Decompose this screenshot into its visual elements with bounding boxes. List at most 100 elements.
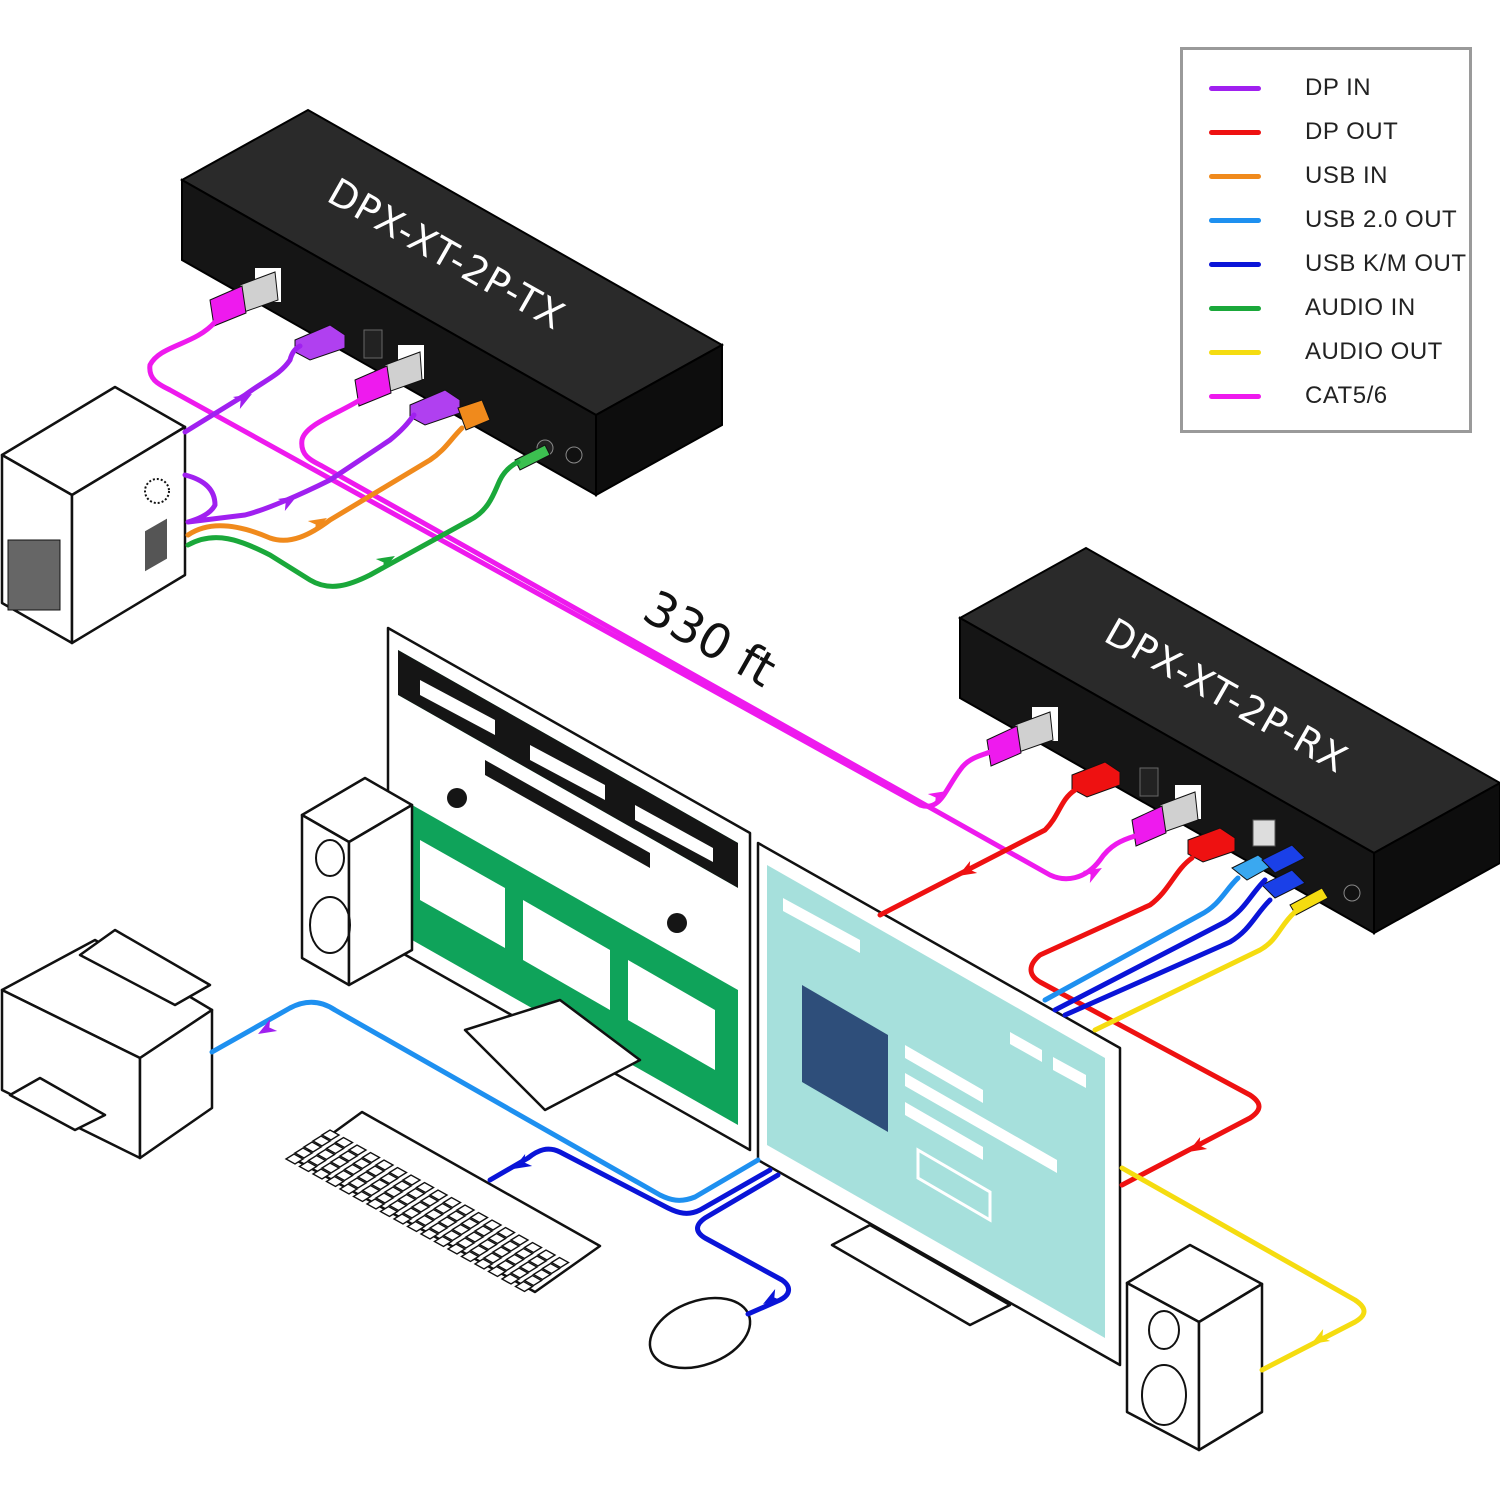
left-screen-dot-1 — [447, 788, 467, 808]
legend-item: DP OUT — [1209, 117, 1398, 147]
keyboard-key — [320, 1129, 341, 1141]
printer-paper-out — [8, 1076, 107, 1132]
legend-swatch — [1209, 393, 1261, 399]
keyboard-key — [325, 1142, 345, 1155]
right-speaker — [1125, 1243, 1264, 1452]
keyboard-key — [325, 1175, 345, 1188]
tx-side-face — [595, 343, 723, 497]
rx-dp-connector-2 — [1071, 761, 1121, 798]
left-monitor — [386, 626, 752, 1152]
keyboard-key — [338, 1183, 359, 1195]
keyboard-key — [415, 1181, 435, 1194]
usb-2-out-cable — [209, 875, 1241, 1203]
keyboard-key — [523, 1241, 543, 1254]
flow-arrow-icon — [763, 1288, 783, 1304]
keyboard-key — [365, 1198, 386, 1210]
left-screen-card-3 — [628, 960, 715, 1070]
keyboard-key — [455, 1204, 476, 1216]
keyboard-key — [410, 1201, 431, 1213]
right-screen-bar-4 — [905, 1045, 983, 1103]
keyboard-key — [482, 1252, 503, 1264]
keyboard-key — [383, 1186, 404, 1198]
keyboard-keys — [284, 1129, 570, 1293]
keyboard-key — [406, 1220, 426, 1233]
tx-cat-connector-2 — [209, 271, 279, 327]
dp-out-cable-1 — [1028, 855, 1262, 1188]
keyboard-key — [532, 1268, 552, 1281]
tx-dp-connector-1 — [409, 389, 461, 426]
right-screen-bar-6 — [905, 1102, 983, 1160]
keyboard-key — [442, 1229, 462, 1242]
keyboard-key — [361, 1151, 381, 1164]
keyboard-key — [302, 1141, 323, 1153]
keyboard-key — [419, 1195, 440, 1207]
keyboard-key — [469, 1244, 489, 1257]
keyboard-key — [518, 1261, 539, 1273]
keyboard-key — [487, 1265, 507, 1278]
right-screen-bar-5 — [905, 1073, 1057, 1173]
keyboard-key — [379, 1172, 399, 1185]
keyboard-key — [374, 1192, 395, 1204]
keyboard-key — [514, 1247, 534, 1260]
keyboard-key — [536, 1249, 557, 1261]
keyboard-key — [397, 1193, 417, 1206]
flow-arrow-icon — [1082, 868, 1102, 884]
keyboard-key — [437, 1216, 458, 1228]
keyboard-key — [415, 1214, 435, 1227]
rx-dp-connector-1 — [1187, 827, 1236, 863]
keyboard-key — [298, 1160, 318, 1173]
left-speaker — [300, 776, 414, 987]
keyboard-key — [320, 1162, 341, 1174]
keyboard-key — [352, 1157, 372, 1170]
keyboard-key — [428, 1189, 449, 1201]
dp-in-cable-1 — [182, 412, 417, 525]
keyboard-key — [469, 1211, 489, 1224]
keyboard-key — [446, 1243, 467, 1255]
keyboard-key — [433, 1235, 453, 1248]
legend-label: USB 2.0 OUT — [1305, 206, 1458, 233]
keyboard-key — [478, 1238, 498, 1251]
legend-swatch — [1209, 349, 1261, 355]
keyboard-key — [464, 1231, 485, 1243]
left-screen-card-2 — [523, 900, 610, 1010]
rx-usb-km-connectors — [1261, 844, 1306, 899]
legend-item: USB IN — [1209, 161, 1388, 191]
keyboard-key — [527, 1255, 548, 1267]
audio-in-cable — [185, 459, 521, 589]
legend-swatch — [1209, 217, 1261, 223]
right-screen-bar-2 — [1010, 1032, 1042, 1062]
legend-label: USB K/M OUT — [1305, 250, 1467, 277]
keyboard-key — [334, 1169, 354, 1182]
flow-arrow-icon — [958, 860, 978, 876]
legend-swatch — [1209, 305, 1261, 311]
dp-out-cable-2 — [877, 787, 1078, 918]
usb-in-cable — [185, 425, 465, 543]
tx-power-port — [363, 329, 383, 359]
rx-side-face — [1373, 781, 1500, 935]
legend-item: AUDIO IN — [1209, 293, 1416, 323]
flow-arrow-icon — [307, 518, 327, 534]
flow-arrow-icon — [1188, 1136, 1208, 1152]
keyboard-key — [388, 1199, 408, 1212]
keyboard-key — [401, 1207, 422, 1219]
keyboard-key — [361, 1184, 381, 1197]
keyboard-key — [523, 1274, 543, 1287]
legend-label: USB IN — [1305, 162, 1389, 189]
rx-usb-port — [1252, 819, 1276, 847]
mouse — [648, 1296, 752, 1370]
keyboard-key — [541, 1262, 561, 1275]
flow-arrow-icon — [1311, 1328, 1331, 1344]
right-screen-bar-3 — [1053, 1057, 1086, 1088]
keyboard-key — [424, 1208, 444, 1221]
keyboard-key — [473, 1225, 494, 1237]
legend-swatch — [1209, 85, 1261, 91]
keyboard-key — [356, 1171, 377, 1183]
keyboard-key — [491, 1246, 512, 1258]
legend-swatch — [1209, 129, 1261, 135]
keyboard-key — [392, 1180, 413, 1192]
legend-swatch — [1209, 261, 1261, 267]
keyboard-key — [451, 1223, 471, 1236]
keyboard-key — [455, 1237, 476, 1249]
